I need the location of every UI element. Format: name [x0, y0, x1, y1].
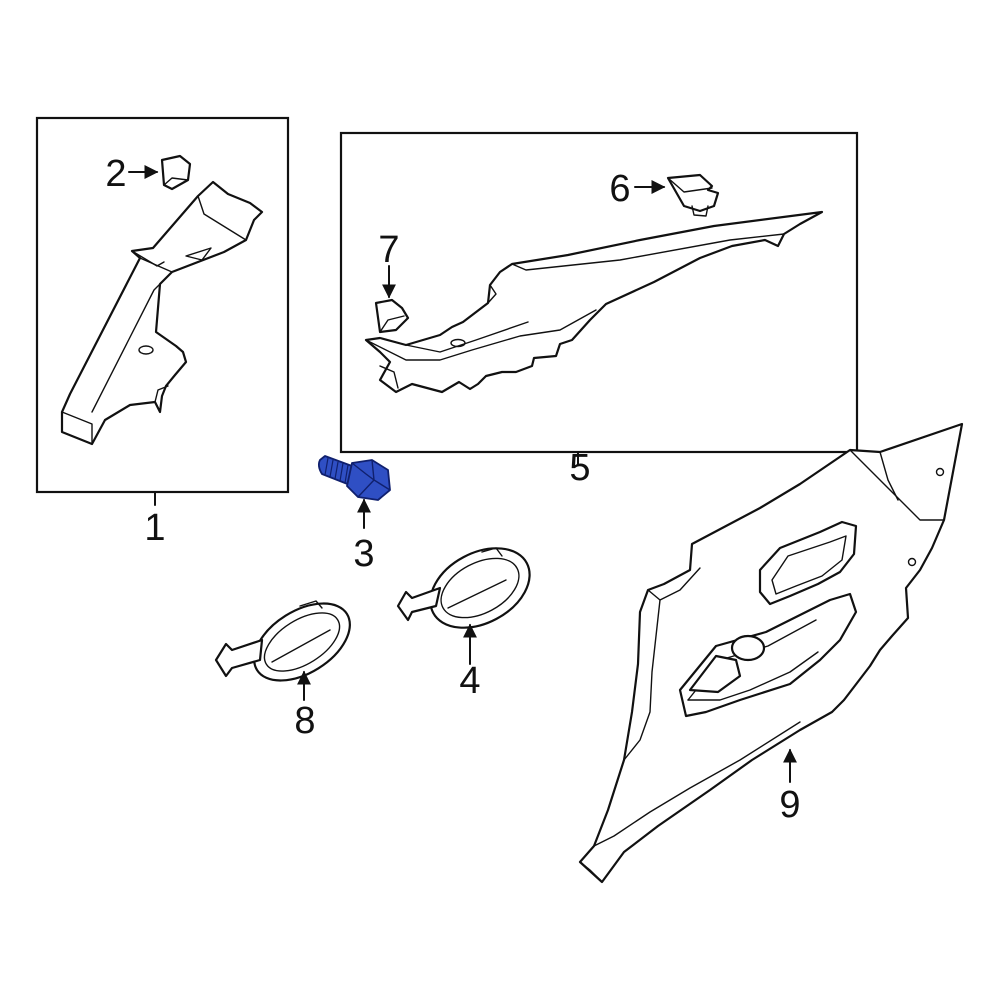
group-box-5 [339, 131, 859, 466]
group-frame-1 [35, 116, 290, 494]
upper-quarter-trim-part-5[interactable] [364, 210, 824, 394]
callout-5: 5 [569, 447, 590, 489]
group-frame-5 [339, 131, 859, 454]
bolt-head [346, 459, 391, 501]
bolt-thread-lines [324, 457, 349, 484]
bolt-part-3[interactable] [317, 455, 391, 501]
callout-8: 8 [294, 700, 315, 742]
clip-part-2[interactable] [160, 154, 192, 191]
grommet-part-4[interactable] [396, 532, 543, 644]
callout-3: 3 [353, 533, 374, 575]
callout-1: 1 [144, 507, 165, 549]
grommet-part-8[interactable] [214, 588, 363, 697]
callout-6: 6 [609, 168, 630, 210]
callout-2: 2 [105, 153, 126, 195]
quarter-trim-panel-part-9[interactable] [578, 422, 964, 884]
callout-7: 7 [378, 229, 399, 271]
bolt-head-facets [351, 459, 391, 498]
clip-part-7[interactable] [374, 298, 410, 334]
callout-4: 4 [459, 660, 480, 702]
callout-9: 9 [779, 784, 800, 826]
group-box-1 [35, 116, 290, 506]
clip-part-6[interactable] [666, 173, 720, 217]
pillar-trim-part-1[interactable] [60, 180, 264, 446]
